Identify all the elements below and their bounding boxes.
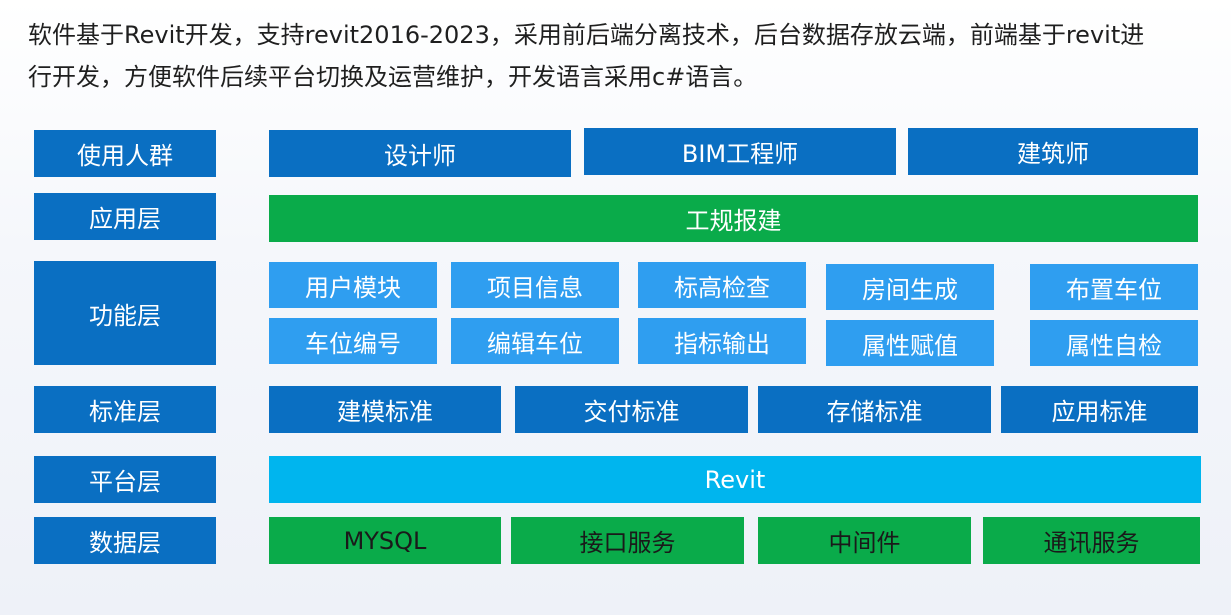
layer-label-function: 功能层 [34,261,216,365]
func-edit-parking: 编辑车位 [451,318,619,364]
data-communication-service: 通讯服务 [983,517,1200,564]
data-middleware: 中间件 [758,517,971,564]
std-storage: 存储标准 [758,386,991,433]
data-mysql: MYSQL [269,517,501,564]
app-planning-submission: 工规报建 [269,195,1198,242]
std-delivery: 交付标准 [515,386,748,433]
intro-text: 软件基于Revit开发，支持revit2016-2023，采用前后端分离技术，后… [28,14,1208,98]
std-application: 应用标准 [1001,386,1198,433]
func-index-output: 指标输出 [638,318,806,364]
func-attribute-selfcheck: 属性自检 [1030,320,1198,366]
user-designer: 设计师 [269,130,571,177]
layer-label-application: 应用层 [34,193,216,240]
user-architect: 建筑师 [908,128,1198,175]
intro-line-2: 行开发，方便软件后续平台切换及运营维护，开发语言采用c#语言。 [28,63,758,91]
func-project-info: 项目信息 [451,262,619,308]
func-room-generate: 房间生成 [826,264,994,310]
std-modeling: 建模标准 [269,386,501,433]
func-parking-number: 车位编号 [269,318,437,364]
layer-label-platform: 平台层 [34,456,216,503]
func-place-parking: 布置车位 [1030,264,1198,310]
platform-revit: Revit [269,456,1201,503]
intro-line-1: 软件基于Revit开发，支持revit2016-2023，采用前后端分离技术，后… [28,21,1145,49]
func-level-check: 标高检查 [638,262,806,308]
layer-label-users: 使用人群 [34,130,216,177]
layer-label-standard: 标准层 [34,386,216,433]
func-user-module: 用户模块 [269,262,437,308]
data-interface-service: 接口服务 [511,517,744,564]
layer-label-data: 数据层 [34,517,216,564]
user-bim-engineer: BIM工程师 [584,128,896,175]
func-attribute-assign: 属性赋值 [826,320,994,366]
